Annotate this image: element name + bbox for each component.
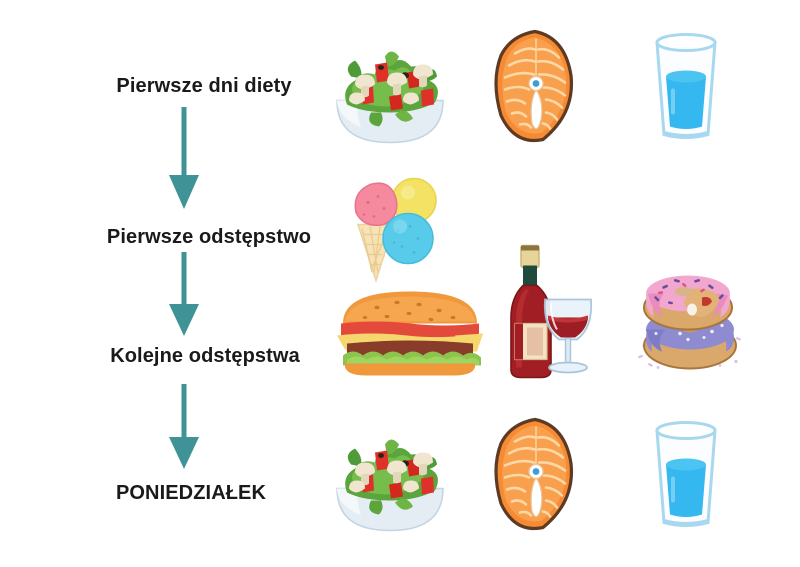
stage-label-4: PONIEDZIAŁEK [115, 482, 267, 504]
down-arrow-icon [164, 252, 204, 341]
salmon-steak-icon [491, 416, 579, 539]
water-glass-icon [647, 29, 725, 150]
stage-label-2: Pierwsze odstępstwo [106, 226, 312, 248]
down-arrow-icon [164, 384, 204, 474]
salad-bowl-icon [325, 415, 455, 540]
wine-bottle-glass-icon [499, 242, 599, 387]
salad-bowl-icon [325, 27, 455, 152]
stage-label-3: Kolejne odstępstwa [110, 345, 300, 367]
hamburger-icon [335, 286, 485, 383]
salmon-steak-icon [491, 28, 579, 151]
donut-stack-icon [632, 268, 748, 383]
ice-cream-cone-icon [340, 173, 448, 290]
water-glass-icon [647, 417, 725, 538]
stage-label-1: Pierwsze dni diety [116, 75, 292, 97]
down-arrow-icon [164, 107, 204, 214]
